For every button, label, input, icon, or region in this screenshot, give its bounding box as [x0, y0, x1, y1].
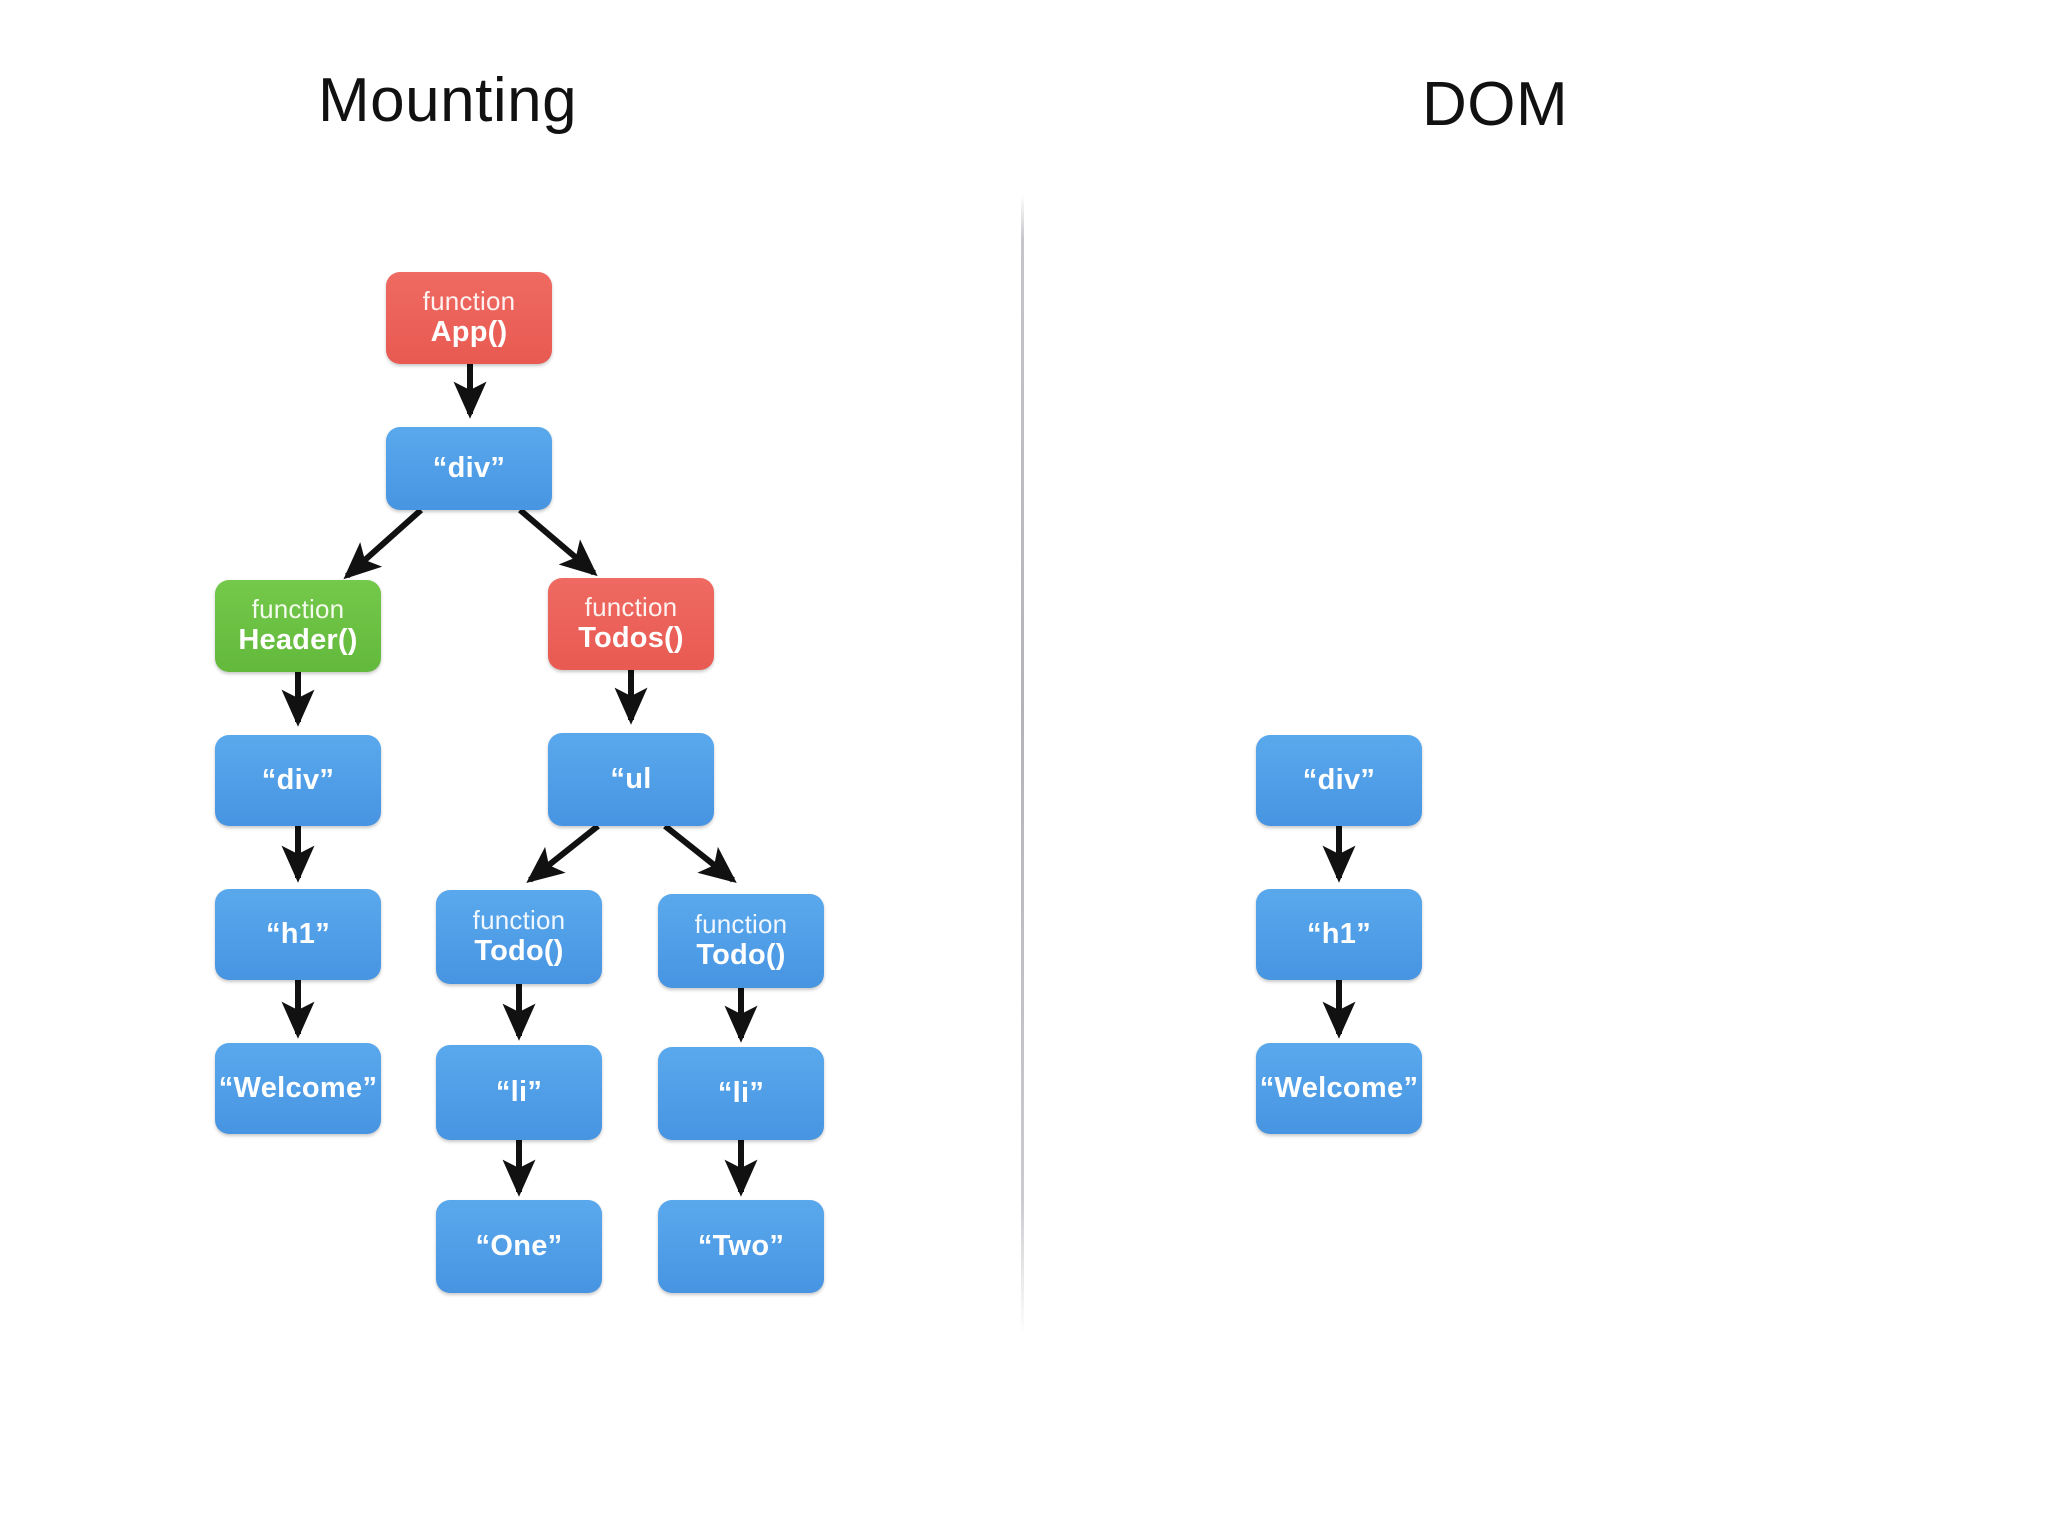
mounting-panel-title: Mounting	[318, 66, 578, 135]
dom-node-div[interactable]: “div”	[1256, 735, 1422, 826]
node-todo-1[interactable]: function Todo()	[436, 890, 602, 984]
node-welcome[interactable]: “Welcome”	[215, 1043, 381, 1134]
node-app[interactable]: function App()	[386, 272, 552, 364]
dom-node-h1[interactable]: “h1”	[1256, 889, 1422, 980]
node-header-label: Header()	[238, 623, 358, 656]
node-li-2[interactable]: “li”	[658, 1047, 824, 1140]
node-div-root[interactable]: “div”	[386, 427, 552, 510]
node-li-1-label: “li”	[495, 1076, 543, 1108]
node-ul-label: “ul	[610, 763, 652, 795]
node-welcome-label: “Welcome”	[218, 1072, 378, 1104]
node-div-root-label: “div”	[432, 452, 506, 484]
node-todos-label: Todos()	[578, 621, 684, 654]
node-header-keyword: function	[251, 593, 345, 624]
node-div-header-label: “div”	[261, 764, 335, 796]
node-li-1[interactable]: “li”	[436, 1045, 602, 1140]
node-todo-1-keyword: function	[472, 904, 566, 935]
node-h1-label: “h1”	[265, 918, 331, 950]
node-app-label: App()	[430, 315, 508, 348]
node-todo-2[interactable]: function Todo()	[658, 894, 824, 988]
node-li-2-label: “li”	[717, 1077, 765, 1109]
node-two-label: “Two”	[697, 1230, 785, 1262]
dom-node-h1-label: “h1”	[1306, 918, 1372, 950]
dom-node-welcome[interactable]: “Welcome”	[1256, 1043, 1422, 1134]
panel-divider	[1021, 195, 1024, 1335]
node-div-header[interactable]: “div”	[215, 735, 381, 826]
node-todo-1-label: Todo()	[474, 934, 564, 967]
node-todos-keyword: function	[584, 591, 678, 622]
dom-panel-title: DOM	[1422, 70, 1569, 139]
node-one[interactable]: “One”	[436, 1200, 602, 1293]
node-two[interactable]: “Two”	[658, 1200, 824, 1293]
node-header[interactable]: function Header()	[215, 580, 381, 672]
node-one-label: “One”	[475, 1230, 563, 1262]
node-todos[interactable]: function Todos()	[548, 578, 714, 670]
node-h1[interactable]: “h1”	[215, 889, 381, 980]
node-app-keyword: function	[422, 285, 516, 316]
node-todo-2-keyword: function	[694, 908, 788, 939]
dom-node-div-label: “div”	[1302, 764, 1376, 796]
dom-node-welcome-label: “Welcome”	[1259, 1072, 1419, 1104]
node-todo-2-label: Todo()	[696, 938, 786, 971]
node-ul[interactable]: “ul	[548, 733, 714, 826]
